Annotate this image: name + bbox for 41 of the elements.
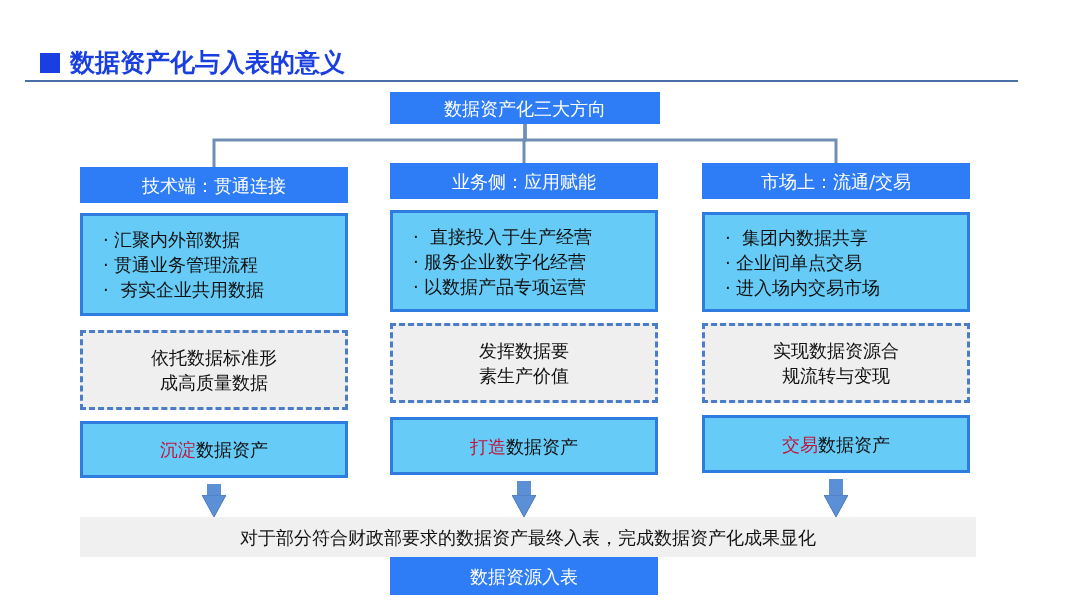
dashed-box (390, 323, 658, 403)
summary-band (80, 517, 976, 557)
connector-line (523, 124, 838, 163)
bullet-item: · 以数据产品专项运营 (413, 274, 587, 299)
bullet-item: · 夯实企业共用数据 (103, 278, 265, 302)
bullet-item: · 直接投入于生产经营 (413, 224, 593, 249)
bullet-item: · 进入场内交易市场 (725, 275, 881, 300)
block-arrow (201, 484, 227, 518)
result-box (80, 421, 348, 478)
slide-title: 数据资产化与入表的意义 (70, 47, 345, 79)
block-arrow (511, 481, 537, 518)
heading-text: 数据资源入表 (470, 564, 578, 589)
header-box (702, 163, 970, 199)
header-box (80, 167, 348, 203)
box-text: 依托数据标准形成高质量数据 (150, 346, 278, 395)
bullet-box (390, 210, 658, 312)
result-box (390, 417, 658, 475)
header-box (390, 163, 658, 199)
result-box (702, 415, 970, 473)
block-arrow (823, 479, 849, 518)
box-text: 发挥数据要素生产价值 (478, 339, 570, 388)
box-text: 实现数据资源合规流转与变现 (772, 339, 900, 388)
box-text: 交易数据资产 (782, 432, 890, 457)
dashed-box (80, 330, 348, 410)
heading-box (390, 92, 660, 124)
bullet-box (702, 212, 970, 312)
bullet-item: · 贯通业务管理流程 (103, 253, 259, 277)
box-text: 打造数据资产 (470, 434, 578, 459)
box-text: 沉淀数据资产 (160, 438, 268, 462)
heading-box (390, 557, 658, 595)
header-text: 业务侧：应用赋能 (452, 169, 596, 194)
header-text: 技术端：贯通连接 (142, 173, 286, 198)
dashed-box (702, 323, 970, 403)
heading-text: 数据资产化三大方向 (444, 96, 606, 121)
bullet-item: · 企业间单点交易 (725, 250, 863, 275)
summary-text: 对于部分符合财政部要求的数据资产最终入表，完成数据资产化成果显化 (240, 525, 816, 550)
bullet-item: · 服务企业数字化经营 (413, 249, 587, 274)
bullet-item: · 集团内数据共享 (725, 225, 869, 250)
bullet-item: · 汇聚内外部数据 (103, 228, 241, 252)
header-text: 市场上：流通/交易 (760, 169, 912, 194)
bullet-box (80, 213, 348, 316)
